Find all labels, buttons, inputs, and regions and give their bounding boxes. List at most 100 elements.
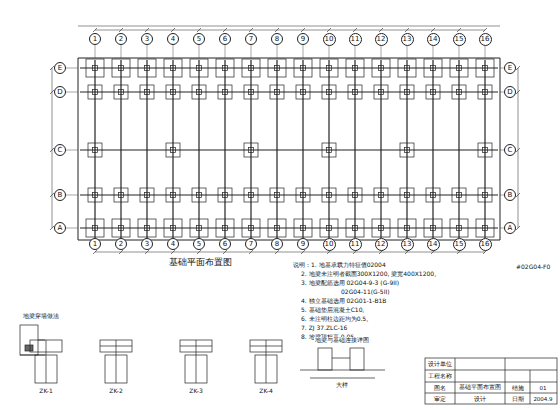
axis-bubble: E <box>504 62 516 74</box>
plan-line <box>355 44 356 58</box>
footing <box>86 59 104 77</box>
footing <box>270 188 284 202</box>
plan-line <box>199 44 200 58</box>
plan-line <box>224 60 225 238</box>
axis-number: A <box>58 225 63 232</box>
plan-line <box>80 149 498 150</box>
footing <box>353 226 358 231</box>
drawing-title: 基础平面布置图 <box>168 258 233 268</box>
label-text: ZK-4 <box>258 388 273 395</box>
footing <box>112 219 130 237</box>
plan-line <box>500 58 501 240</box>
footing <box>138 219 156 237</box>
footing <box>119 66 124 71</box>
footing <box>216 219 234 237</box>
footing <box>353 66 358 71</box>
plan-line <box>94 60 95 238</box>
plan-line <box>147 44 148 58</box>
axis-number: 7 <box>249 241 253 248</box>
plan-line <box>93 250 97 254</box>
axis-number: 14 <box>429 36 438 43</box>
plan-line <box>327 28 331 32</box>
plan-line <box>249 250 253 254</box>
footing <box>171 66 176 71</box>
footing <box>197 90 202 95</box>
plan-line <box>119 250 123 254</box>
axis-bubble: 8 <box>271 238 283 250</box>
footing <box>483 226 488 231</box>
footing <box>405 66 410 71</box>
axis-bubble: 1 <box>89 238 101 250</box>
footing <box>405 193 410 198</box>
axis-number: 8 <box>275 241 279 248</box>
footing <box>171 193 176 198</box>
axis-bubble: D <box>504 86 516 98</box>
axis-bubble: 7 <box>245 238 257 250</box>
footing <box>431 193 436 198</box>
footing <box>398 219 416 237</box>
footing <box>379 90 384 95</box>
footing <box>405 148 410 153</box>
plan-line <box>516 193 520 197</box>
plan-line <box>121 44 122 58</box>
plan-line <box>275 250 279 254</box>
plan-line <box>457 250 461 254</box>
footing <box>348 188 362 202</box>
axis-number: 2 <box>119 241 123 248</box>
note-text: 6. 未注明柱边距均为0.5。 <box>300 316 373 323</box>
axis-number: 6 <box>223 241 227 248</box>
axis-bubble: 2 <box>115 238 127 250</box>
axis-number: 4 <box>171 241 175 248</box>
axis-number: 16 <box>481 241 490 248</box>
axis-number: B <box>58 192 63 199</box>
footing <box>112 59 130 77</box>
axis-number: 7 <box>249 36 253 43</box>
footing <box>218 188 232 202</box>
axis-bubble: 2 <box>115 33 127 45</box>
axis-number: 5 <box>197 241 201 248</box>
plan-line <box>120 60 121 238</box>
note-text: 4. 独立基础选用 02G01-1-B1B <box>300 298 387 305</box>
plan-line <box>328 60 329 238</box>
footing <box>166 188 180 202</box>
footing <box>145 66 150 71</box>
axis-bubble: B <box>504 189 516 201</box>
footing <box>268 219 286 237</box>
axis-number: 3 <box>145 36 149 43</box>
plan-line <box>405 28 409 32</box>
plan-line <box>431 250 435 254</box>
label-text: 日期 <box>511 396 525 402</box>
plan-line <box>301 28 305 32</box>
footing <box>93 226 98 231</box>
footing <box>346 59 364 77</box>
axis-number: 14 <box>429 241 438 248</box>
note-text: 02G04-11(G-5II) <box>340 289 391 296</box>
footing <box>301 226 306 231</box>
plan-line <box>433 44 434 58</box>
plan-line <box>379 250 383 254</box>
axis-number: 6 <box>223 36 227 43</box>
footing <box>431 226 436 231</box>
footing <box>379 226 384 231</box>
footing <box>275 90 280 95</box>
footing <box>426 85 440 99</box>
plan-line <box>459 44 460 58</box>
footing <box>270 85 284 99</box>
label-text: 设计 <box>473 396 487 402</box>
footing <box>327 66 332 71</box>
plan-line <box>405 250 409 254</box>
note-text: 3. 地梁配筋选用 02G04-9-3 (G-9II) <box>300 280 400 287</box>
label-text: 2004.9 <box>532 396 553 402</box>
axis-bubble: C <box>504 144 516 156</box>
axis-number: E <box>508 65 512 72</box>
axis-bubble: 3 <box>141 238 153 250</box>
axis-bubble: 6 <box>219 33 231 45</box>
axis-number: 3 <box>145 241 149 248</box>
footing <box>379 193 384 198</box>
label-text: ZK-1 <box>38 388 53 395</box>
plan-line <box>197 250 201 254</box>
footing <box>457 226 462 231</box>
plan-line <box>95 252 485 253</box>
plan-line <box>516 66 520 70</box>
